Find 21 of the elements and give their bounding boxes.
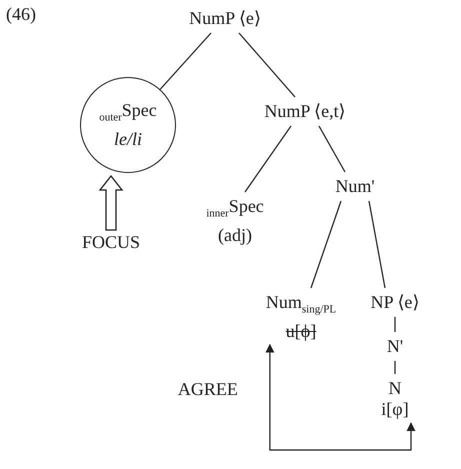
hollow-arrow: [98, 174, 124, 231]
tree-node-label: FOCUS: [82, 232, 140, 253]
tree-branch-line: [318, 126, 346, 172]
agreement-arrow: [265, 344, 416, 451]
tree-node-label: $_{inner}$Spec (adj): [206, 196, 264, 246]
tree-branch-line: [394, 317, 396, 332]
tree-node-label: NP ⟨e⟩: [370, 292, 420, 313]
example-number: (46): [6, 4, 36, 25]
circled-node: $_{outer}$Spec le/li: [80, 77, 176, 173]
tree-node-label: NumP ⟨e,t⟩: [264, 101, 346, 122]
tree-branch-line: [238, 32, 296, 98]
tree-node-label: Num': [335, 176, 375, 197]
tree-node-label: N i[φ]: [381, 378, 409, 420]
tree-branch-line: [244, 126, 292, 192]
tree-branch-line: [368, 200, 386, 288]
tree-node-label: N': [386, 336, 404, 357]
tree-node-label: Num$_{sing/PL}$ u[ϕ]: [266, 292, 336, 342]
tree-branch-line: [160, 32, 212, 90]
tree-branch-line: [394, 361, 396, 374]
tree-node-label: NumP ⟨e⟩: [189, 8, 261, 29]
tree-branch-line: [310, 200, 342, 288]
